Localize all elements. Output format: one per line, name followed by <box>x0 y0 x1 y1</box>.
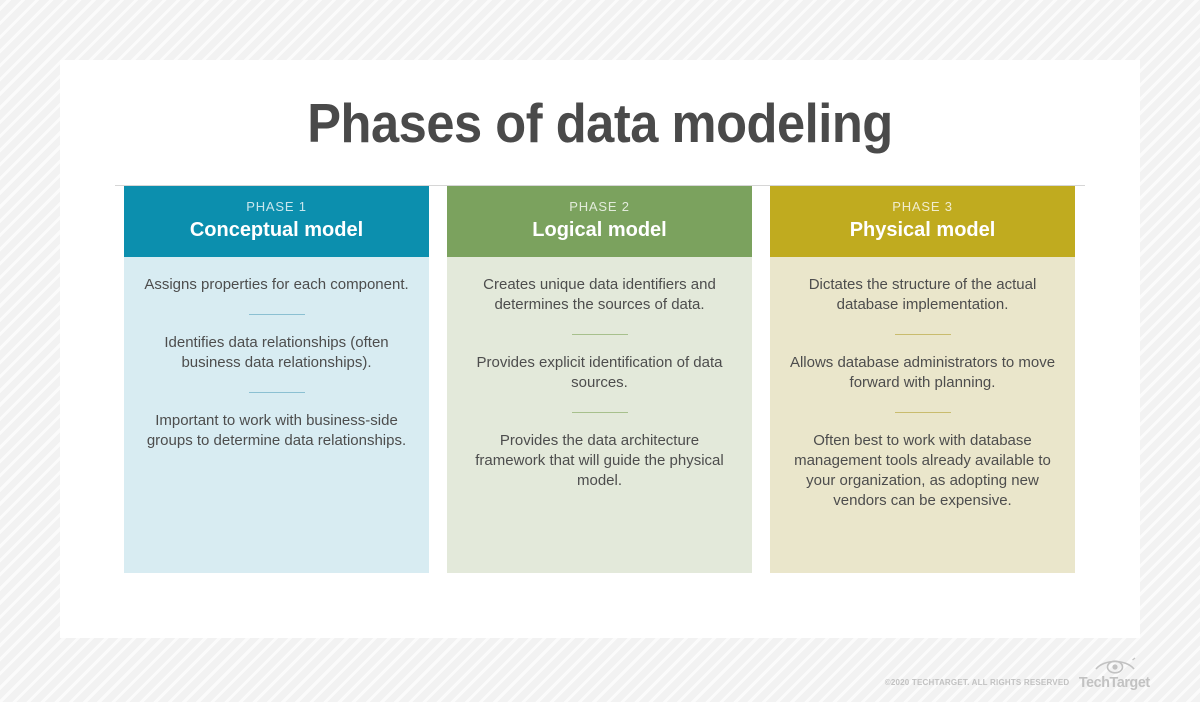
phase-2-body: Creates unique data identifiers and dete… <box>447 257 752 573</box>
phase-column-1: PHASE 1 Conceptual model Assigns propert… <box>124 186 429 573</box>
phase-3-item-3: Often best to work with database managem… <box>794 432 1051 509</box>
phase-1-item-3: Important to work with business-side gro… <box>146 412 407 449</box>
phase-3-title: Physical model <box>849 219 996 241</box>
phase-column-2: PHASE 2 Logical model Creates unique dat… <box>447 186 752 573</box>
phase-3-item-1: Dictates the structure of the actual dat… <box>808 276 1037 313</box>
phase-1-body: Assigns properties for each component. I… <box>124 257 429 573</box>
phase-column-3: PHASE 3 Physical model Dictates the stru… <box>770 186 1075 573</box>
phase-2-item-3: Provides the data architecture framework… <box>475 432 724 489</box>
phase-1-divider-1 <box>248 314 305 315</box>
phase-3-item-2: Allows database administrators to move f… <box>789 354 1056 391</box>
copyright-text: ©2020 TECHTARGET. ALL RIGHTS RESERVED <box>884 678 1070 687</box>
phase-3-divider-1 <box>894 334 951 335</box>
phase-columns: PHASE 1 Conceptual model Assigns propert… <box>124 186 1076 573</box>
techtarget-logo: TechTarget <box>1077 657 1152 690</box>
phase-2-header: PHASE 2 Logical model <box>447 186 752 257</box>
phase-3-label: PHASE 3 <box>892 199 953 214</box>
phase-2-divider-1 <box>571 334 628 335</box>
phase-1-divider-2 <box>248 392 305 393</box>
phase-2-item-2: Provides explicit identification of data… <box>476 354 723 391</box>
phase-3-header: PHASE 3 Physical model <box>770 186 1075 257</box>
phase-2-divider-2 <box>571 412 628 413</box>
phase-1-label: PHASE 1 <box>246 199 307 214</box>
phase-2-item-1: Creates unique data identifiers and dete… <box>483 276 716 313</box>
infographic-card: Phases of data modeling PHASE 1 Conceptu… <box>60 60 1140 638</box>
phase-1-title: Conceptual model <box>189 219 364 241</box>
phase-3-divider-2 <box>894 412 951 413</box>
page-title: Phases of data modeling <box>307 92 893 154</box>
phase-2-title: Logical model <box>532 219 667 241</box>
techtarget-wordmark: TechTarget <box>1079 674 1151 691</box>
footer: ©2020 TECHTARGET. ALL RIGHTS RESERVED Te… <box>885 657 1152 690</box>
phase-3-body: Dictates the structure of the actual dat… <box>770 257 1075 573</box>
phase-1-item-2: Identifies data relationships (often bus… <box>164 334 389 371</box>
header-divider-rule <box>115 185 1085 186</box>
phase-1-item-1: Assigns properties for each component. <box>144 276 409 293</box>
phase-1-header: PHASE 1 Conceptual model <box>124 186 429 257</box>
phase-2-label: PHASE 2 <box>569 199 630 214</box>
eye-target-icon <box>1095 657 1136 674</box>
